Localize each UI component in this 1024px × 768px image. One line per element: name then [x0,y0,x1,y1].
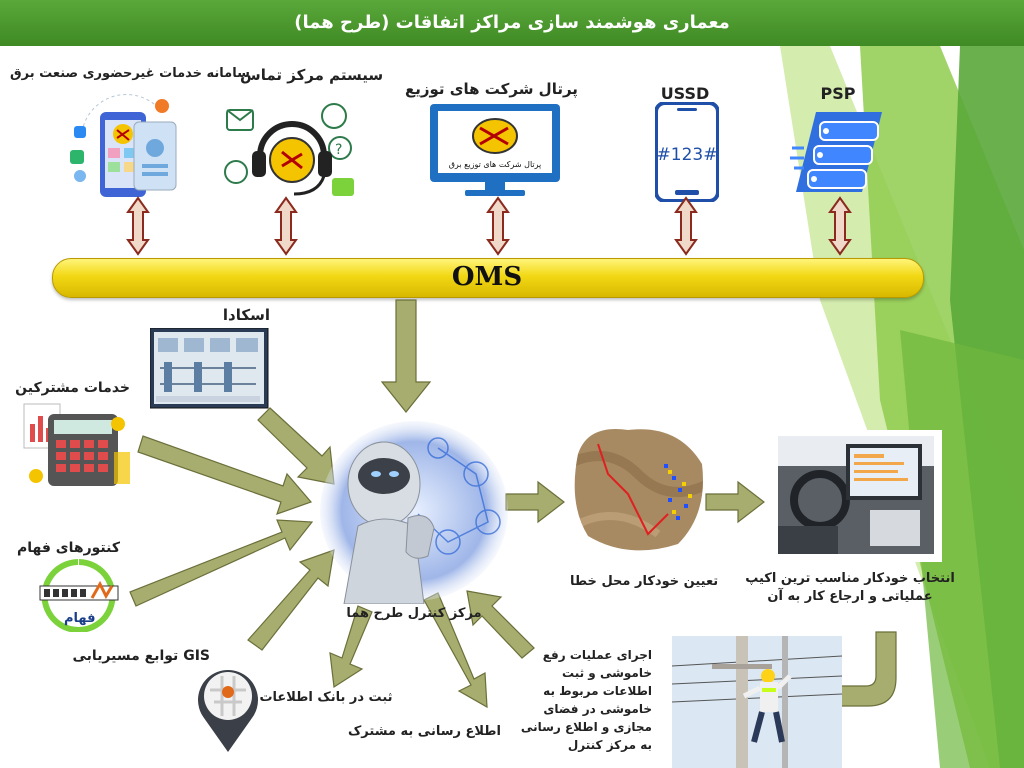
arrow-fault-to-crew [706,482,764,522]
crew-vehicle-photo [770,430,942,562]
label-fault-location: تعیین خودکار محل خطا [570,574,710,589]
label-scada: اسکادا [180,306,270,324]
smart-meter-logo-icon: فهام [34,558,124,632]
map-pin-icon [196,662,260,754]
label-gis-routing: توابع مسیریابی GIS [60,648,210,664]
arrow-customers-to-center [138,436,311,514]
ai-control-center-image [318,418,510,604]
arrow-oms-to-center [382,300,430,412]
label-field-operations: اجرای عملیات رفع خاموشی و ثبت اطلاعات مر… [520,646,652,754]
arrow-center-to-fault [506,482,564,522]
calculator-billing-icon [22,400,132,492]
label-smart-meters: کنتورهای فهام [16,540,120,556]
label-database-record: ثبت در بانک اطلاعات [256,690,396,705]
label-control-center: مرکز کنترل طرح هما [334,606,494,621]
label-notify-customer: اطلاع رسانی به مشترک [348,724,494,739]
label-crew-selection: انتخاب خودکار مناسب ترین اکیپ عملیاتی و … [730,570,970,606]
scada-screen-icon [150,328,270,410]
meter-logo-text: فهام [64,611,96,626]
arrow-meters-to-center [130,520,312,606]
fault-location-map-image [568,424,708,556]
field-repair-photo [672,636,842,768]
label-customer-services: خدمات مشترکین [10,380,130,396]
